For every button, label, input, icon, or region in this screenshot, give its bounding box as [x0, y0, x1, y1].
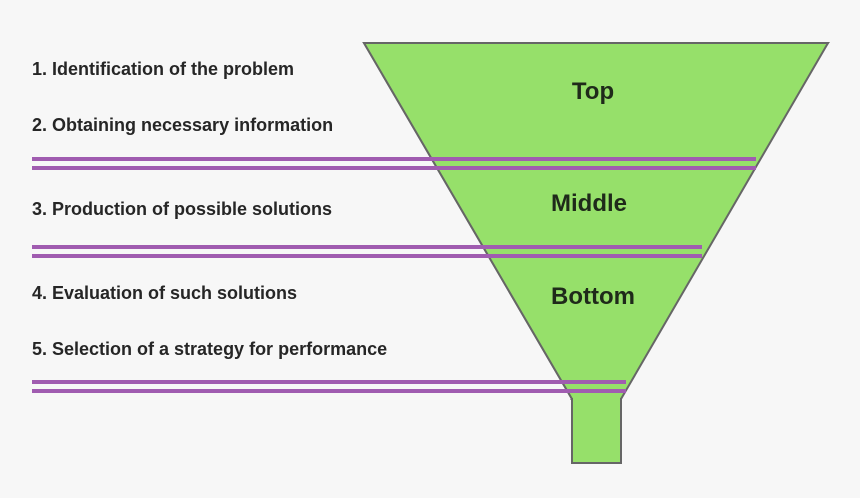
- divider-top-middle: [32, 157, 756, 170]
- step-1-label: 1. Identification of the problem: [32, 59, 295, 79]
- step-5-label: 5. Selection of a strategy for performan…: [32, 339, 388, 359]
- divider-bottom: [32, 380, 626, 393]
- step-2-label: 2. Obtaining necessary information: [32, 115, 334, 135]
- funnel-spout: [571, 398, 622, 464]
- step-3-label: 3. Production of possible solutions: [32, 199, 333, 219]
- stage-middle-label: Middle: [551, 190, 627, 217]
- divider-middle-bottom: [32, 245, 702, 258]
- stage-bottom-label: Bottom: [551, 283, 635, 310]
- stage-top-label: Top: [571, 78, 615, 105]
- step-4-label: 4. Evaluation of such solutions: [32, 283, 298, 303]
- spout-seam-cover: [573, 394, 620, 402]
